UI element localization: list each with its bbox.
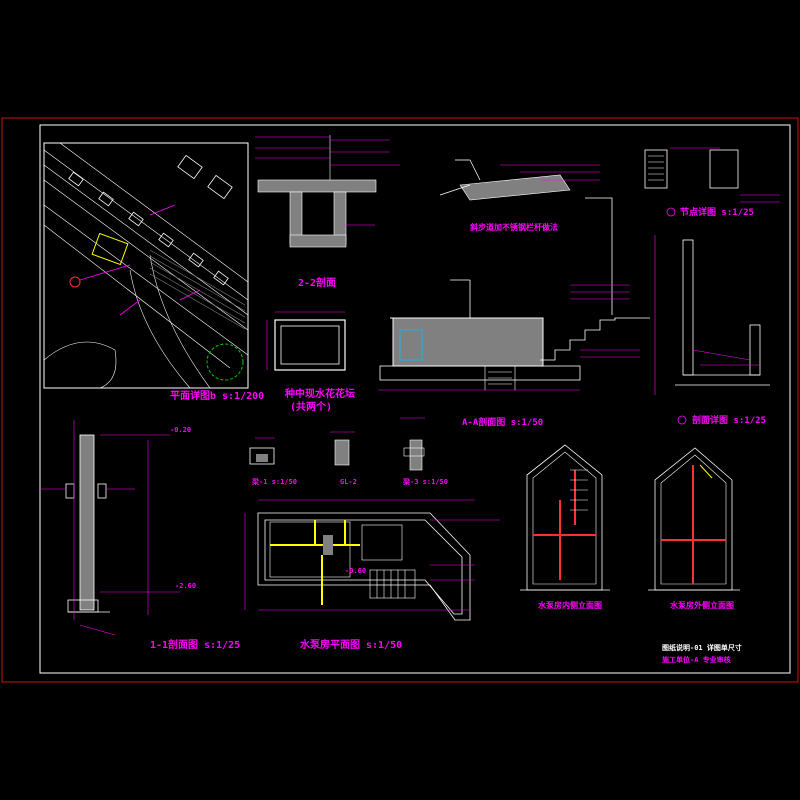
- note-line-1: 图纸说明-01 详图单尺寸: [662, 643, 742, 652]
- detail-right-wall: [654, 235, 770, 395]
- level-top: -0.20: [170, 426, 191, 434]
- section-1-1: [40, 420, 180, 636]
- detail-top-title: 节点详图 s:1/25: [680, 206, 754, 218]
- planter-plan: [266, 311, 346, 371]
- note-line-2: 施工单位-A 专业审核: [662, 655, 731, 664]
- inner-frame: [39, 124, 791, 674]
- pump-plan-title: 水泵房平面图 s:1/50: [299, 638, 402, 651]
- beam-details: [249, 417, 425, 471]
- beam-3-title: 梁-3 s:1/50: [402, 477, 448, 486]
- section-2-2-title: 2-2剖面: [298, 276, 336, 289]
- outer-frame: [1, 117, 799, 683]
- planter-subtitle: (共两个): [290, 400, 332, 413]
- slope-note: 斜步道加不锈钢栏杆做法: [469, 222, 558, 232]
- section-a-a: [378, 279, 650, 391]
- right-elev-title: 水泵房外侧立面图: [669, 600, 734, 610]
- right-elevation: [648, 447, 740, 591]
- detail-b-title: 剖面详图 s:1/25: [692, 414, 766, 426]
- beam-1-title: 梁-1 s:1/50: [251, 477, 297, 486]
- planter-title: 种中现水花花坛: [284, 387, 355, 400]
- level-a: -0.60: [345, 567, 366, 575]
- site-plan: [43, 142, 249, 389]
- tree-icon: [206, 343, 244, 381]
- plan-detail-title: 平面详图b s:1/200: [170, 389, 264, 402]
- section-2-2: [255, 135, 400, 248]
- slope-detail: [439, 159, 613, 315]
- section-a-title: A-A剖面图 s:1/50: [462, 416, 543, 428]
- beam-2-title: GL-2: [340, 478, 357, 486]
- left-elev-title: 水泵房内侧立面图: [537, 600, 602, 610]
- left-elevation: [520, 444, 610, 591]
- section-1-1-title: 1-1剖面图 s:1/25: [150, 638, 240, 651]
- pump-room-plan: [244, 499, 500, 621]
- level-bottom: -2.60: [175, 582, 196, 590]
- detail-top-right: [644, 147, 780, 203]
